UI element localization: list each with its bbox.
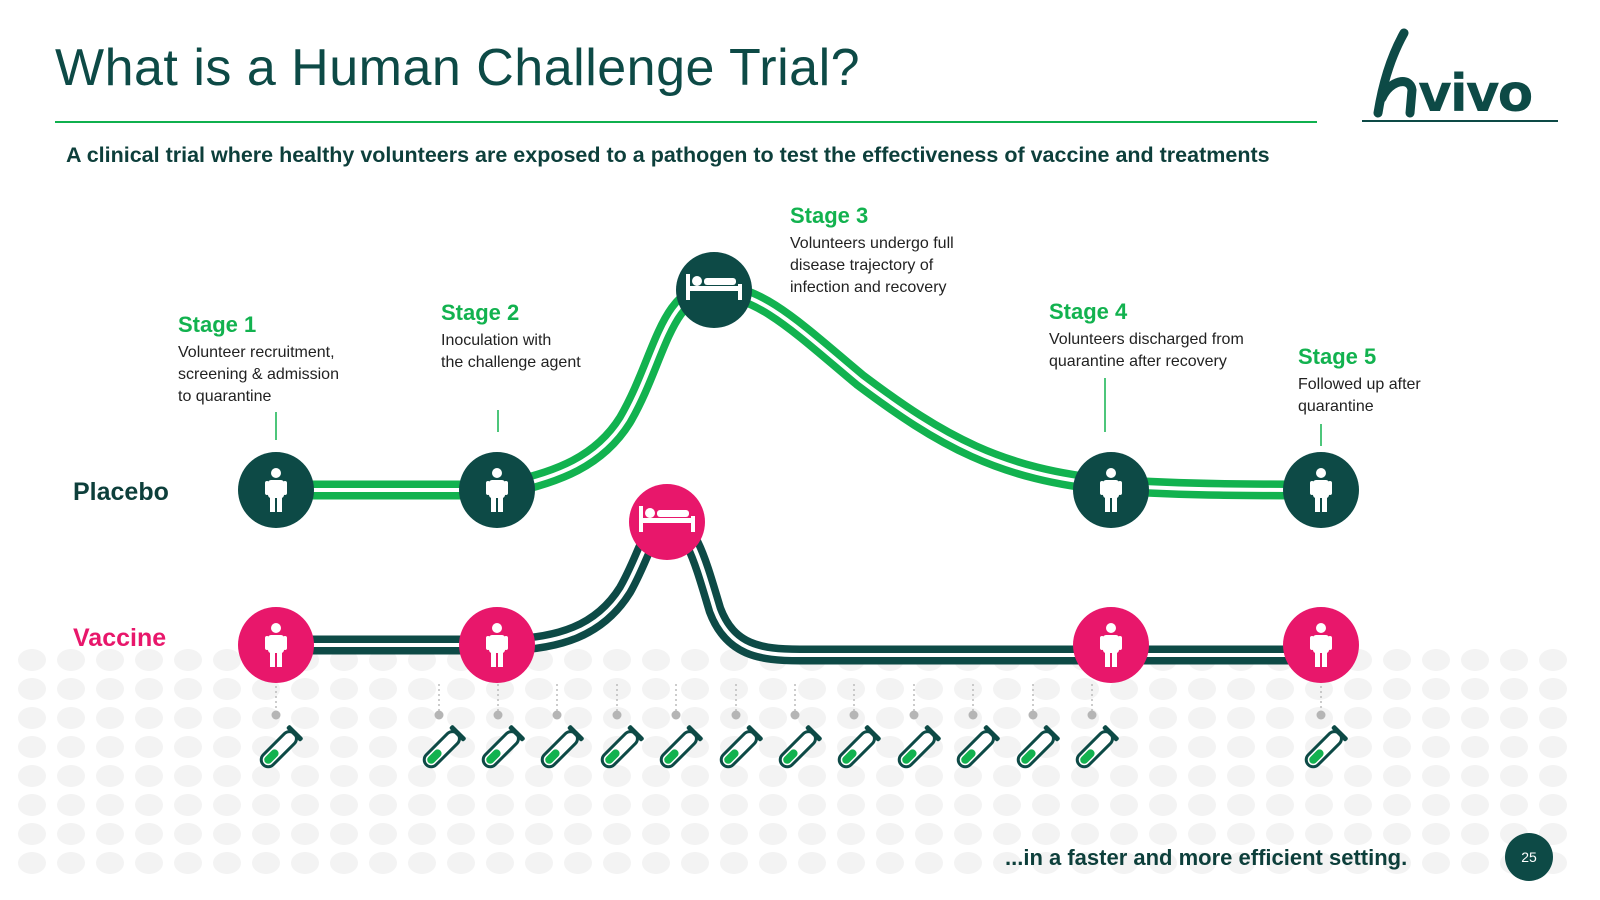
stage-description: Volunteers undergo full disease trajecto… — [790, 235, 954, 296]
vaccine-node-3-bed — [629, 484, 705, 560]
test-tube-icon — [259, 686, 303, 769]
person-icon — [486, 468, 508, 512]
placebo-nodes — [238, 252, 1359, 528]
person-icon — [1310, 468, 1332, 512]
test-tube-icon — [422, 684, 466, 769]
test-tube-icon — [1304, 686, 1348, 769]
sample-test-tubes — [259, 684, 1348, 769]
test-tube-icon — [837, 684, 881, 769]
bed-icon — [686, 274, 742, 300]
stage-3: Stage 3 Volunteers undergo full disease … — [790, 203, 954, 299]
placebo-node-1 — [238, 452, 314, 528]
svg-text:vivo: vivo — [1418, 64, 1532, 124]
person-icon — [486, 623, 508, 667]
vaccine-node-1 — [238, 607, 314, 683]
test-tube-icon — [481, 684, 525, 769]
person-icon — [265, 468, 287, 512]
page-number: 25 — [1505, 833, 1553, 881]
background-dot-pattern — [18, 649, 1567, 874]
person-icon — [1100, 623, 1122, 667]
vaccine-node-2 — [459, 607, 535, 683]
stage-title: Stage 2 — [441, 300, 520, 325]
bed-icon — [639, 506, 695, 532]
page-title: What is a Human Challenge Trial? — [55, 39, 861, 97]
test-tube-icon — [600, 684, 644, 769]
test-tube-icon — [897, 684, 941, 769]
person-icon — [265, 623, 287, 667]
placebo-node-2 — [459, 452, 535, 528]
footer-tagline: ...in a faster and more efficient settin… — [1005, 845, 1408, 870]
page-subtitle: A clinical trial where healthy volunteer… — [66, 143, 1270, 167]
person-icon — [1100, 468, 1122, 512]
stage-title: Stage 5 — [1298, 344, 1377, 369]
vaccine-node-4 — [1073, 607, 1149, 683]
test-tube-icon — [659, 684, 703, 769]
test-tube-icon — [778, 684, 822, 769]
stage-title: Stage 4 — [1049, 299, 1128, 324]
vaccine-nodes — [238, 484, 1359, 683]
stage-description: Volunteers discharged from quarantine af… — [1049, 331, 1244, 370]
row-label-vaccine: Vaccine — [73, 624, 167, 652]
stage-title: Stage 1 — [178, 312, 257, 337]
stage-description: Volunteer recruitment, screening & admis… — [178, 344, 339, 405]
stage-description: Inoculation with the challenge agent — [441, 332, 581, 371]
placebo-node-5 — [1283, 452, 1359, 528]
test-tube-icon — [540, 684, 584, 769]
hvivo-logo: vivo — [1362, 28, 1558, 124]
stage-5: Stage 5 Followed up after quarantine — [1298, 344, 1421, 418]
title-divider — [55, 121, 1317, 123]
placebo-node-4 — [1073, 452, 1149, 528]
test-tube-icon — [1075, 684, 1119, 769]
row-label-placebo: Placebo — [73, 478, 169, 506]
test-tube-icon — [1016, 684, 1060, 769]
person-icon — [1310, 623, 1332, 667]
stage-4: Stage 4 Volunteers discharged from quara… — [1049, 299, 1244, 373]
stage-description: Followed up after quarantine — [1298, 376, 1421, 415]
placebo-node-3-bed — [676, 252, 752, 328]
vaccine-curve — [266, 512, 1331, 665]
stage-1: Stage 1 Volunteer recruitment, screening… — [178, 312, 339, 408]
vaccine-node-5 — [1283, 607, 1359, 683]
stage-2: Stage 2 Inoculation with the challenge a… — [441, 300, 581, 374]
test-tube-icon — [719, 684, 763, 769]
test-tube-icon — [956, 684, 1000, 769]
stage-connectors — [275, 378, 1322, 446]
stage-title: Stage 3 — [790, 203, 869, 228]
